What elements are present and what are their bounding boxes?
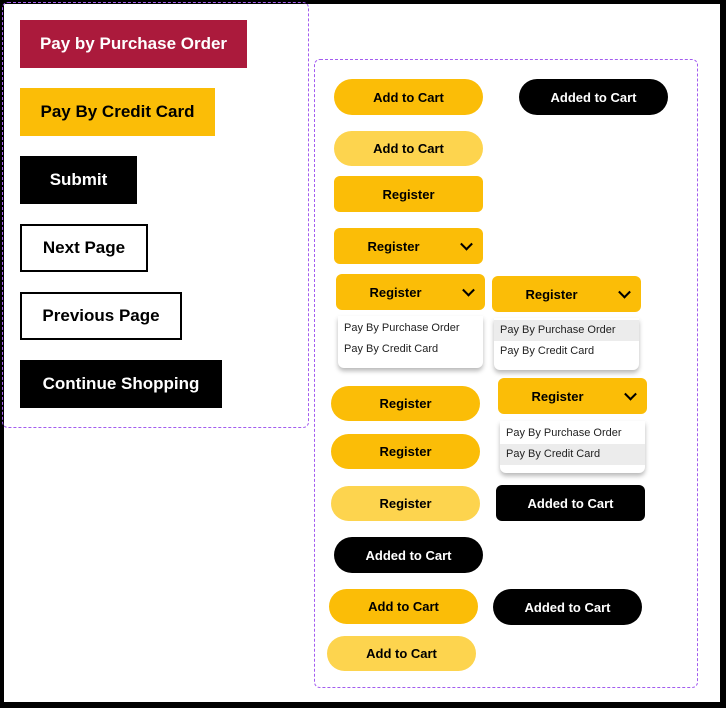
- submit-button[interactable]: Submit: [20, 156, 137, 204]
- pay-by-credit-card-button[interactable]: Pay By Credit Card: [20, 88, 215, 136]
- added-to-cart-button[interactable]: Added to Cart: [334, 537, 483, 573]
- menu-option-credit-card[interactable]: Pay By Credit Card: [500, 444, 645, 465]
- chevron-down-icon: [460, 237, 473, 251]
- previous-page-button[interactable]: Previous Page: [20, 292, 182, 340]
- add-to-cart-button-hover[interactable]: Add to Cart: [334, 131, 483, 166]
- added-to-cart-button[interactable]: Added to Cart: [519, 79, 668, 115]
- right-button-group: [314, 59, 698, 688]
- register-button[interactable]: Register: [334, 176, 483, 212]
- register-dropdown-open[interactable]: Register: [498, 378, 647, 414]
- register-dropdown-menu: Pay By Purchase Order Pay By Credit Card: [338, 316, 483, 368]
- added-to-cart-button[interactable]: Added to Cart: [496, 485, 645, 521]
- register-dropdown-menu: Pay By Purchase Order Pay By Credit Card: [494, 318, 639, 370]
- add-to-cart-button-hover[interactable]: Add to Cart: [327, 636, 476, 671]
- register-dropdown-open[interactable]: Register: [336, 274, 485, 310]
- menu-option-credit-card[interactable]: Pay By Credit Card: [344, 343, 439, 355]
- register-pill-button[interactable]: Register: [331, 434, 480, 469]
- chevron-down-icon: [462, 283, 475, 297]
- pay-by-purchase-order-button[interactable]: Pay by Purchase Order: [20, 20, 247, 68]
- register-dropdown-menu: Pay By Purchase Order Pay By Credit Card: [500, 421, 645, 473]
- chevron-down-icon: [624, 387, 637, 401]
- menu-option-purchase-order[interactable]: Pay By Purchase Order: [506, 427, 622, 439]
- register-dropdown-open[interactable]: Register: [492, 276, 641, 312]
- menu-option-purchase-order[interactable]: Pay By Purchase Order: [494, 320, 639, 341]
- register-dropdown-label: Register: [367, 238, 420, 254]
- register-dropdown-label: Register: [369, 284, 422, 300]
- added-to-cart-button[interactable]: Added to Cart: [493, 589, 642, 625]
- register-dropdown-collapsed[interactable]: Register: [334, 228, 483, 264]
- register-pill-button-hover[interactable]: Register: [331, 486, 480, 521]
- continue-shopping-button[interactable]: Continue Shopping: [20, 360, 222, 408]
- menu-option-purchase-order[interactable]: Pay By Purchase Order: [344, 322, 460, 334]
- add-to-cart-button[interactable]: Add to Cart: [334, 79, 483, 115]
- menu-option-credit-card[interactable]: Pay By Credit Card: [500, 345, 595, 357]
- left-button-group: [2, 2, 309, 428]
- register-dropdown-label: Register: [531, 388, 584, 404]
- register-pill-button[interactable]: Register: [331, 386, 480, 421]
- next-page-button[interactable]: Next Page: [20, 224, 148, 272]
- chevron-down-icon: [618, 285, 631, 299]
- add-to-cart-button[interactable]: Add to Cart: [329, 589, 478, 624]
- register-dropdown-label: Register: [525, 286, 578, 302]
